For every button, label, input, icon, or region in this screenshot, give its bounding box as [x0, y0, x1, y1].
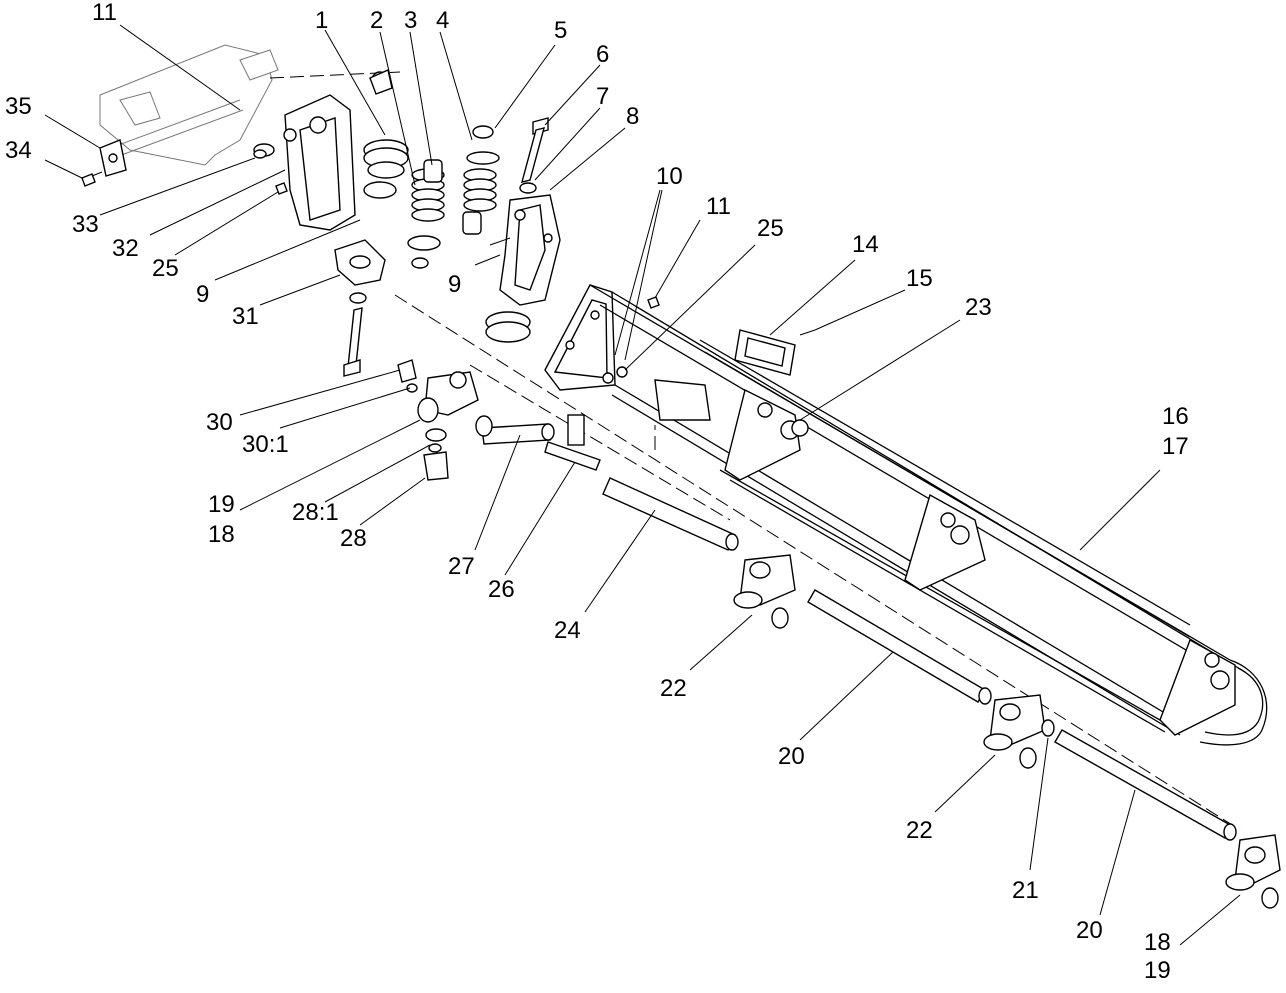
callout-34: 34 — [5, 137, 32, 164]
callout-8: 8 — [626, 103, 639, 130]
callout-21: 21 — [1012, 877, 1039, 904]
callout-33: 33 — [72, 211, 99, 238]
callout-6: 6 — [596, 41, 609, 68]
boom-mount-plate — [544, 284, 616, 391]
nozzle-body-part-18-19-end — [1225, 834, 1281, 909]
callout-30-1: 30:1 — [242, 431, 289, 458]
callout-31: 31 — [232, 303, 259, 330]
valve-assembly-part-30 — [397, 359, 418, 393]
callout-1: 1 — [315, 7, 328, 34]
hose-part-27 — [481, 423, 555, 445]
callout-25-left: 25 — [152, 255, 179, 282]
callout-3: 3 — [404, 7, 417, 34]
callout-20-upper: 20 — [778, 743, 805, 770]
callout-30: 30 — [206, 409, 233, 436]
callout-22-upper: 22 — [660, 675, 687, 702]
nozzle-body-part-22b — [983, 694, 1046, 769]
callout-7: 7 — [596, 83, 609, 110]
ghost-mount-frame — [99, 44, 279, 177]
callout-19-left: 19 — [208, 491, 235, 518]
callout-20-lower: 20 — [1076, 917, 1103, 944]
callout-4: 4 — [436, 7, 449, 34]
callout-19-right: 19 — [1144, 957, 1171, 984]
callout-22-lower: 22 — [906, 817, 933, 844]
callout-17: 17 — [1162, 433, 1189, 460]
callout-23: 23 — [965, 294, 992, 321]
hose-part-24 — [602, 477, 739, 551]
callout-26: 26 — [488, 576, 515, 603]
leader-lines — [44, 24, 1241, 946]
elbow-part-28 — [423, 428, 449, 481]
nozzle-body-part-22a — [733, 554, 796, 629]
callout-16: 16 — [1162, 403, 1189, 430]
pivot-bracket-part-32 — [283, 69, 393, 231]
callout-28: 28 — [340, 525, 367, 552]
callout-5: 5 — [554, 17, 567, 44]
callout-15: 15 — [906, 265, 933, 292]
assembly-guide-lines — [269, 71, 1241, 831]
callout-labels: 11 1 2 3 4 5 6 7 8 10 11 25 14 15 23 16 … — [5, 0, 1189, 984]
callout-18-left: 18 — [208, 521, 235, 548]
callout-11-top: 11 — [92, 0, 117, 26]
callout-32: 32 — [112, 235, 139, 262]
cover-part-14 — [734, 329, 816, 376]
nut-part-25-right — [616, 366, 628, 378]
callout-27: 27 — [448, 553, 475, 580]
pivot-arm — [489, 194, 561, 306]
hose-part-20a — [807, 589, 992, 705]
callout-2: 2 — [370, 7, 383, 34]
caster-bracket-part-31 — [334, 239, 386, 377]
callout-24: 24 — [554, 617, 581, 644]
nut-part-25-left — [275, 182, 288, 195]
callout-28-1: 28:1 — [292, 499, 339, 526]
callout-11-right: 11 — [706, 193, 731, 220]
clamp-part-21 — [1041, 719, 1055, 737]
callout-9-left: 9 — [196, 281, 209, 308]
spring-part-2 — [407, 168, 445, 269]
spring-part-4 — [463, 125, 500, 212]
boom-frame-part-16-17 — [589, 284, 1268, 746]
nozzle-body-part-19-18-left — [417, 371, 493, 437]
bushing-part-33 — [253, 143, 275, 159]
callout-25-right: 25 — [757, 215, 784, 242]
bearing-cup-part-1 — [363, 139, 409, 199]
callout-10: 10 — [656, 163, 683, 190]
bushing-part-3 — [423, 159, 482, 235]
callout-18-right: 18 — [1144, 929, 1171, 956]
callout-14: 14 — [852, 231, 879, 258]
callout-35: 35 — [5, 93, 32, 120]
bearing-cup-lower — [485, 311, 531, 343]
nut-part-11-right — [647, 296, 660, 309]
hose-part-20b — [1054, 729, 1237, 841]
callout-9-right: 9 — [448, 271, 461, 298]
tee-fitting-part-26 — [544, 414, 601, 471]
pin-part-6 — [519, 117, 549, 194]
bolt-part-34 — [81, 171, 103, 187]
bushing-part-23 — [791, 419, 809, 437]
